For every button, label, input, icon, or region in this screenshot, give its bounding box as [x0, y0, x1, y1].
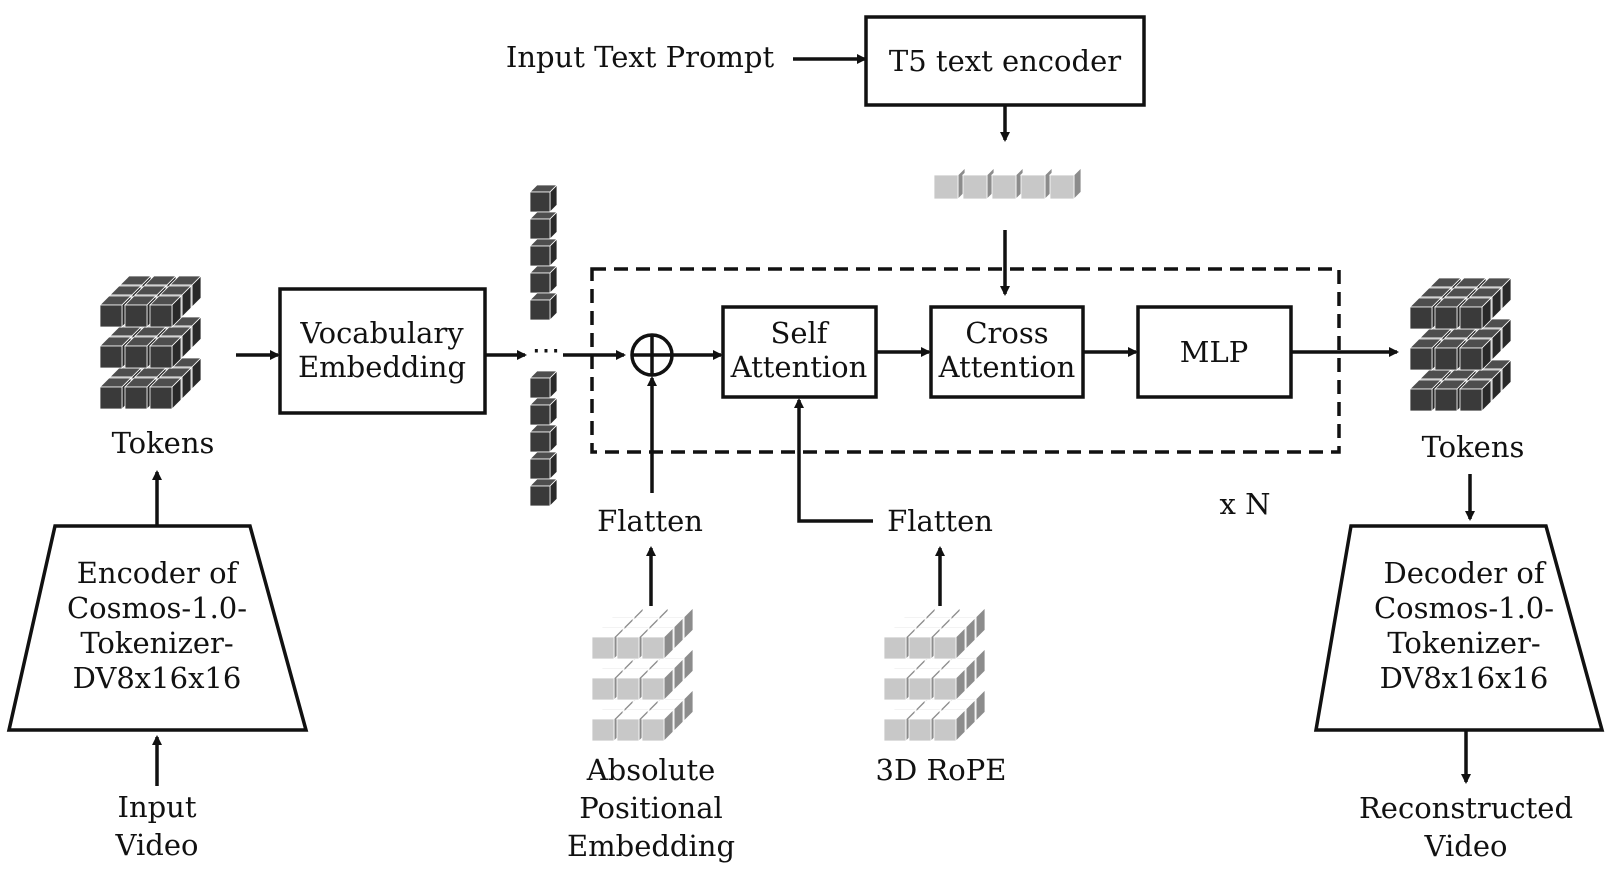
embedding-vector-stack — [529, 184, 558, 507]
decoder-trapezoid — [1313, 524, 1605, 732]
cross-line1: Cross — [965, 316, 1048, 350]
vocabulary-embedding-box — [278, 287, 487, 415]
mlp-label: MLP — [1180, 335, 1248, 369]
abs-pos-line3: Embedding — [567, 829, 735, 863]
decoder-line4: DV8x16x16 — [1380, 661, 1549, 695]
transformer-block-boundary — [590, 267, 1341, 454]
stack-ellipsis: ⋯ — [532, 333, 561, 367]
input-tokens-cube — [99, 275, 202, 410]
abs-pos-line1: Absolute — [586, 753, 716, 787]
input-video-line2: Video — [115, 828, 199, 862]
input-text-prompt-label: Input Text Prompt — [506, 40, 775, 74]
decoder-line1: Decoder of — [1383, 556, 1546, 590]
cross-attention-box — [929, 305, 1085, 399]
tokens-in-label: Tokens — [112, 426, 215, 460]
flatten-left-label: Flatten — [597, 504, 703, 538]
add-operator-icon — [630, 333, 674, 377]
encoder-line3: Tokenizer- — [80, 626, 233, 660]
decoder-line3: Tokenizer- — [1387, 626, 1540, 660]
encoder-line4: DV8x16x16 — [73, 661, 242, 695]
abs-pos-line2: Positional — [579, 791, 723, 825]
flatten-right-label: Flatten — [887, 504, 993, 538]
rope-label: 3D RoPE — [876, 753, 1007, 787]
t5-encoder-label: T5 text encoder — [889, 44, 1121, 78]
absolute-positional-cube — [591, 607, 694, 742]
decoder-line2: Cosmos-1.0- — [1374, 591, 1554, 625]
cross-line2: Attention — [938, 350, 1076, 384]
tokens-out-label: Tokens — [1422, 430, 1525, 464]
recon-video-line1: Reconstructed — [1359, 791, 1573, 825]
rope-cube — [883, 607, 986, 742]
text-embedding-cubes — [933, 167, 1082, 200]
repeat-count-label: x N — [1220, 487, 1271, 521]
encoder-trapezoid — [6, 524, 309, 732]
arrow-rope-flatten-to-self — [794, 398, 873, 523]
encoder-line1: Encoder of — [77, 556, 240, 590]
recon-video-line2: Video — [1424, 829, 1508, 863]
vocab-line1: Vocabulary — [299, 316, 464, 350]
t5-encoder-box — [864, 15, 1146, 107]
self-attention-box — [721, 305, 878, 399]
input-video-line1: Input — [117, 790, 196, 824]
vocab-line2: Embedding — [298, 350, 466, 384]
mlp-box — [1136, 305, 1293, 399]
encoder-line2: Cosmos-1.0- — [67, 591, 247, 625]
output-tokens-cube — [1409, 277, 1512, 412]
self-line1: Self — [770, 316, 829, 350]
self-line2: Attention — [730, 350, 868, 384]
